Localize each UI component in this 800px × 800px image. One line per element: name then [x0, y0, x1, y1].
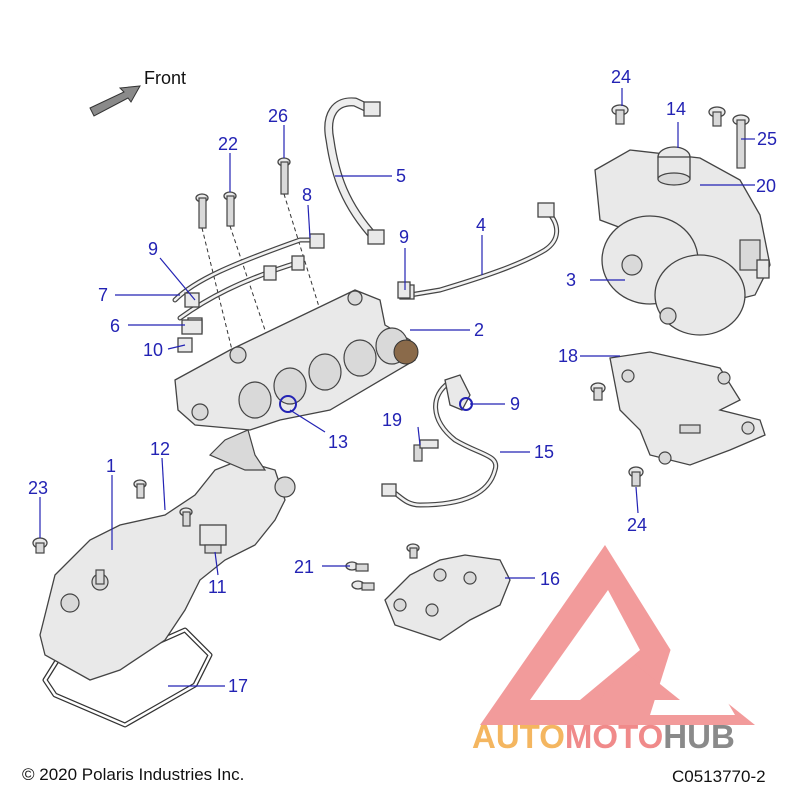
callout-9-left: 9: [148, 239, 158, 259]
dash-line-3: [283, 193, 321, 311]
callout-15: 15: [534, 442, 554, 462]
callout-21: 21: [294, 557, 314, 577]
callout-17: 17: [228, 676, 248, 696]
callout-11: 11: [208, 577, 227, 597]
bolt-24-bottom: [628, 466, 644, 487]
callout-26: 26: [268, 106, 288, 126]
bolt-16: [406, 543, 420, 559]
callout-22: 22: [218, 134, 238, 154]
housing-1: [39, 429, 296, 681]
callout-6: 6: [110, 316, 120, 336]
callout-23: 23: [28, 478, 48, 498]
bolt-bracket-18: [590, 382, 606, 401]
watermark-hub: HUB: [663, 718, 735, 755]
watermark-logo: [480, 545, 755, 725]
callout-16: 16: [540, 569, 560, 589]
fitting-9-upper: [397, 281, 411, 299]
callout-20: 20: [756, 176, 776, 196]
bolt-21a: [345, 561, 369, 572]
callout-18: 18: [558, 346, 578, 366]
callout-14: 14: [666, 99, 686, 119]
callout-25: 25: [757, 129, 777, 149]
callout-9-right: 9: [510, 394, 520, 414]
bolt-12: [133, 479, 193, 527]
callout-24-top: 24: [611, 67, 631, 87]
hose-15: [381, 374, 499, 508]
callout-3: 3: [566, 270, 576, 290]
front-label: Front: [144, 68, 186, 88]
bracket-18: [609, 351, 766, 466]
bolt-21b: [351, 580, 375, 591]
callout-24-bottom: 24: [627, 515, 647, 535]
watermark-text: AUTOMOTOHUB: [472, 718, 735, 755]
callout-10: 10: [143, 340, 163, 360]
bolt-25: [732, 114, 750, 169]
bolt-top-right: [708, 106, 726, 127]
callout-12: 12: [150, 439, 170, 459]
diagram-code: C0513770-2: [672, 767, 766, 786]
connector-11: [199, 524, 227, 554]
callout-9-mid: 9: [399, 227, 409, 247]
callout-8: 8: [302, 185, 312, 205]
leader-lines: [39, 88, 755, 687]
bolt-23: [32, 537, 48, 554]
fitting-19: [413, 439, 439, 462]
callout-2: 2: [474, 320, 484, 340]
front-arrow: [89, 85, 141, 117]
bolt-22: [223, 191, 237, 227]
hose-5: [324, 97, 385, 245]
watermark-auto: AUTO: [472, 718, 565, 755]
callout-labels: 1 2 3 4 5 6 7 8 9 9 9 10 11 12 13 14 15 …: [28, 67, 777, 696]
bolt-24-top: [611, 104, 629, 125]
pump-unit: [594, 146, 771, 336]
solenoid-assembly: [174, 289, 419, 431]
bolt-left-extra: [195, 193, 209, 229]
bolt-26: [277, 157, 291, 195]
callout-1: 1: [106, 456, 116, 476]
callout-7: 7: [98, 285, 108, 305]
copyright-text: © 2020 Polaris Industries Inc.: [22, 765, 244, 784]
callout-4: 4: [476, 215, 486, 235]
callout-13: 13: [328, 432, 348, 452]
callout-19: 19: [382, 410, 402, 430]
callout-5: 5: [396, 166, 406, 186]
watermark-moto: MOTO: [565, 718, 663, 755]
connector-6: [181, 319, 203, 335]
bracket-16: [384, 554, 511, 641]
